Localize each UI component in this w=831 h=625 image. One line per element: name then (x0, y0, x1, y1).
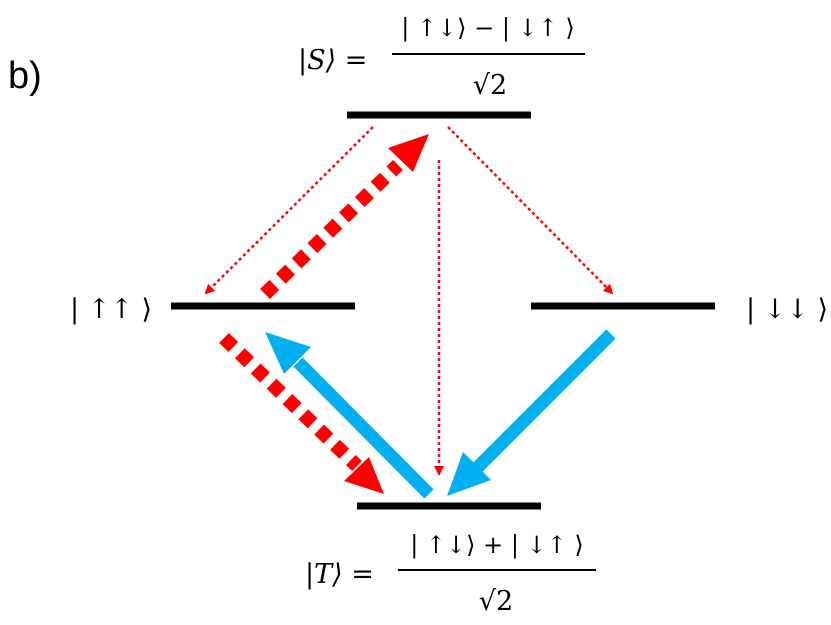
down-down-to-triplet-arrowhead (447, 452, 491, 496)
down-down-label: | ↓↓ ⟩ (746, 294, 828, 325)
up-up-to-singlet-thick-arrow-shaft (260, 159, 403, 300)
up-up-to-singlet-thick-arrowhead (388, 134, 429, 172)
triplet-numerator: | ↑↓⟩ + | ↓↑ ⟩ (410, 531, 584, 560)
down-down-to-triplet-arrow-shaft (472, 329, 616, 473)
triplet-to-up-up-arrow-shaft (293, 357, 434, 499)
up-up-to-triplet-thick-arrowhead (344, 457, 384, 494)
singlet-to-down-down-thin-arrow (447, 126, 614, 295)
up-up-to-triplet-thick-arrow-shaft (219, 332, 362, 472)
singlet-denominator: √2 (473, 70, 507, 101)
triplet-to-up-up-arrowhead (265, 332, 311, 374)
triplet-lhs: |T⟩ = (305, 559, 374, 590)
singlet-lhs: |S⟩ = (298, 45, 367, 76)
up-up-label: | ↑↑ ⟩ (70, 294, 152, 325)
triplet-denominator: √2 (479, 586, 513, 617)
singlet-numerator: | ↑↓⟩ − | ↓↑ ⟩ (401, 14, 575, 43)
panel-label: b) (8, 55, 42, 97)
